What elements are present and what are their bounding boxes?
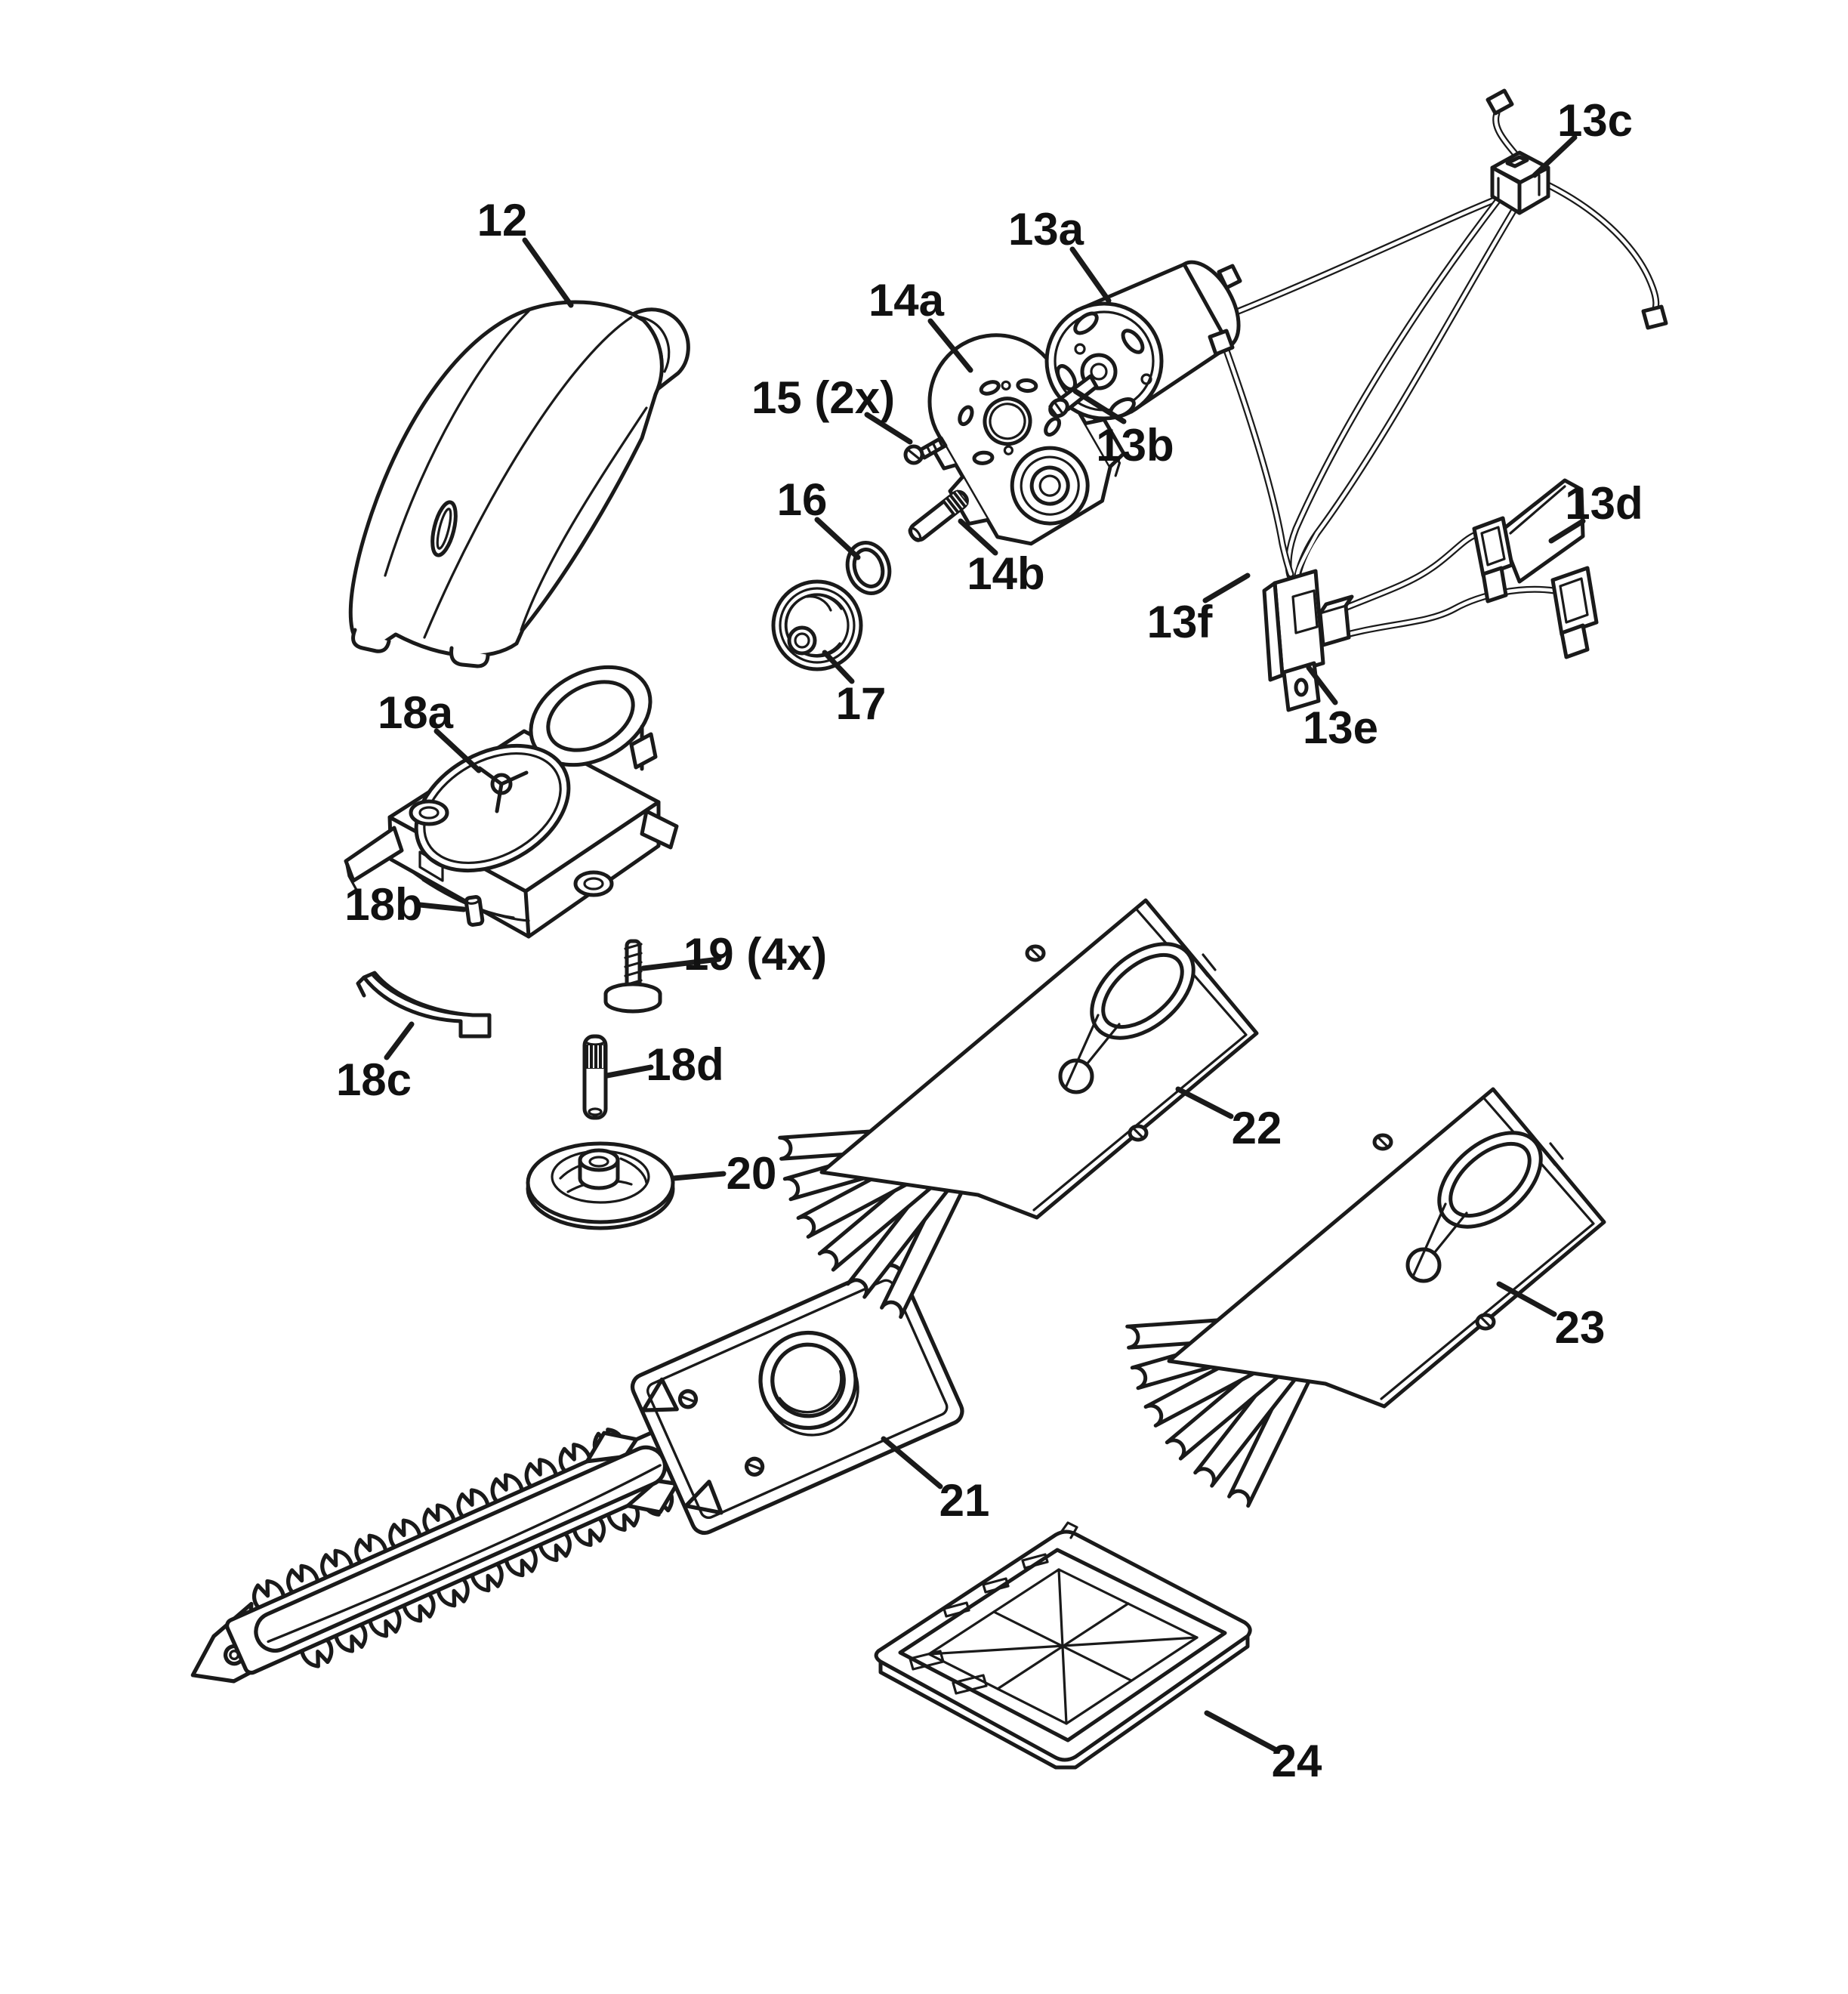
part-17-cam-bearing xyxy=(771,579,863,671)
label-14b: 14b xyxy=(967,548,1044,599)
label-18c: 18c xyxy=(336,1054,412,1105)
part-19-screw xyxy=(603,939,662,1014)
leader-22 xyxy=(1175,1086,1234,1119)
leader-23 xyxy=(1496,1281,1557,1317)
leader-14a xyxy=(927,318,973,373)
label-13f: 13f xyxy=(1147,597,1214,647)
leader-13c xyxy=(1532,134,1578,178)
label-13a: 13a xyxy=(1008,204,1084,255)
leader-13e xyxy=(1306,665,1338,705)
leader-13f xyxy=(1202,573,1251,603)
leader-24 xyxy=(1204,1710,1278,1752)
part-13e-switch xyxy=(1262,569,1354,712)
label-13d: 13d xyxy=(1565,478,1643,529)
leader-21 xyxy=(881,1436,943,1489)
label-15: 15 (2x) xyxy=(751,372,895,423)
label-23: 23 xyxy=(1555,1302,1606,1353)
leader-18c xyxy=(384,1021,415,1060)
label-19: 19 (4x) xyxy=(683,929,827,980)
part-24-base-plate xyxy=(874,1521,1252,1770)
part-14b-pin xyxy=(908,489,969,542)
gearbox-left-wing xyxy=(344,826,404,883)
part-13d-connector xyxy=(1472,478,1599,659)
leader-18d xyxy=(604,1064,654,1079)
leader-19 xyxy=(640,956,722,971)
label-18b: 18b xyxy=(344,879,422,930)
label-13e: 13e xyxy=(1303,702,1378,753)
leader-15 xyxy=(864,412,913,445)
leader-16 xyxy=(814,517,861,560)
part-22-grass-blade xyxy=(780,900,1257,1317)
leader-20 xyxy=(671,1171,727,1181)
part-23-grass-blade xyxy=(1128,1089,1604,1506)
part-21-hedge-blade xyxy=(190,1263,964,1684)
part-15-screw xyxy=(903,436,948,465)
motor-terminal xyxy=(1208,329,1235,357)
label-13c: 13c xyxy=(1557,95,1633,146)
wire-terminal xyxy=(1641,304,1668,330)
part-13a-motor xyxy=(1044,260,1242,421)
leader-13b xyxy=(1072,388,1127,424)
motor-end-cap xyxy=(1217,264,1242,290)
part-18b-pin xyxy=(464,895,485,927)
label-20: 20 xyxy=(727,1148,777,1199)
label-18a: 18a xyxy=(378,687,454,738)
part-18a-gearbox-base xyxy=(344,665,679,939)
gearbox-right-wing xyxy=(640,809,679,850)
wire-terminal xyxy=(1485,88,1514,116)
leader-14b xyxy=(958,518,998,556)
label-14a: 14a xyxy=(868,275,945,326)
housing-foot xyxy=(351,628,391,653)
leader-13a xyxy=(1069,246,1112,304)
leader-17 xyxy=(822,650,855,684)
part-20-fan-disc xyxy=(526,1141,675,1230)
leader-12 xyxy=(522,237,574,308)
label-18d: 18d xyxy=(646,1039,723,1090)
label-24: 24 xyxy=(1272,1736,1322,1786)
part-12-motor-housing-cover xyxy=(348,300,690,668)
wiring-harness xyxy=(1223,88,1668,644)
leader-13d xyxy=(1548,518,1586,544)
housing-foot xyxy=(449,646,490,668)
part-labels: 12 13a 14a 13b 13c 13d 13f 13e 15 (2x) 1… xyxy=(336,95,1643,1786)
label-21: 21 xyxy=(939,1475,990,1526)
label-12: 12 xyxy=(477,195,528,245)
leader-18a xyxy=(433,728,482,773)
leader-18b xyxy=(417,902,467,912)
leader-lines xyxy=(384,134,1586,1752)
label-13b: 13b xyxy=(1096,420,1174,471)
label-17: 17 xyxy=(836,678,887,729)
label-22: 22 xyxy=(1232,1103,1282,1153)
part-13c-connector xyxy=(1490,150,1550,215)
part-18d-shaft xyxy=(582,1034,608,1120)
part-18c-wedge xyxy=(356,971,492,1039)
label-16: 16 xyxy=(777,474,828,525)
